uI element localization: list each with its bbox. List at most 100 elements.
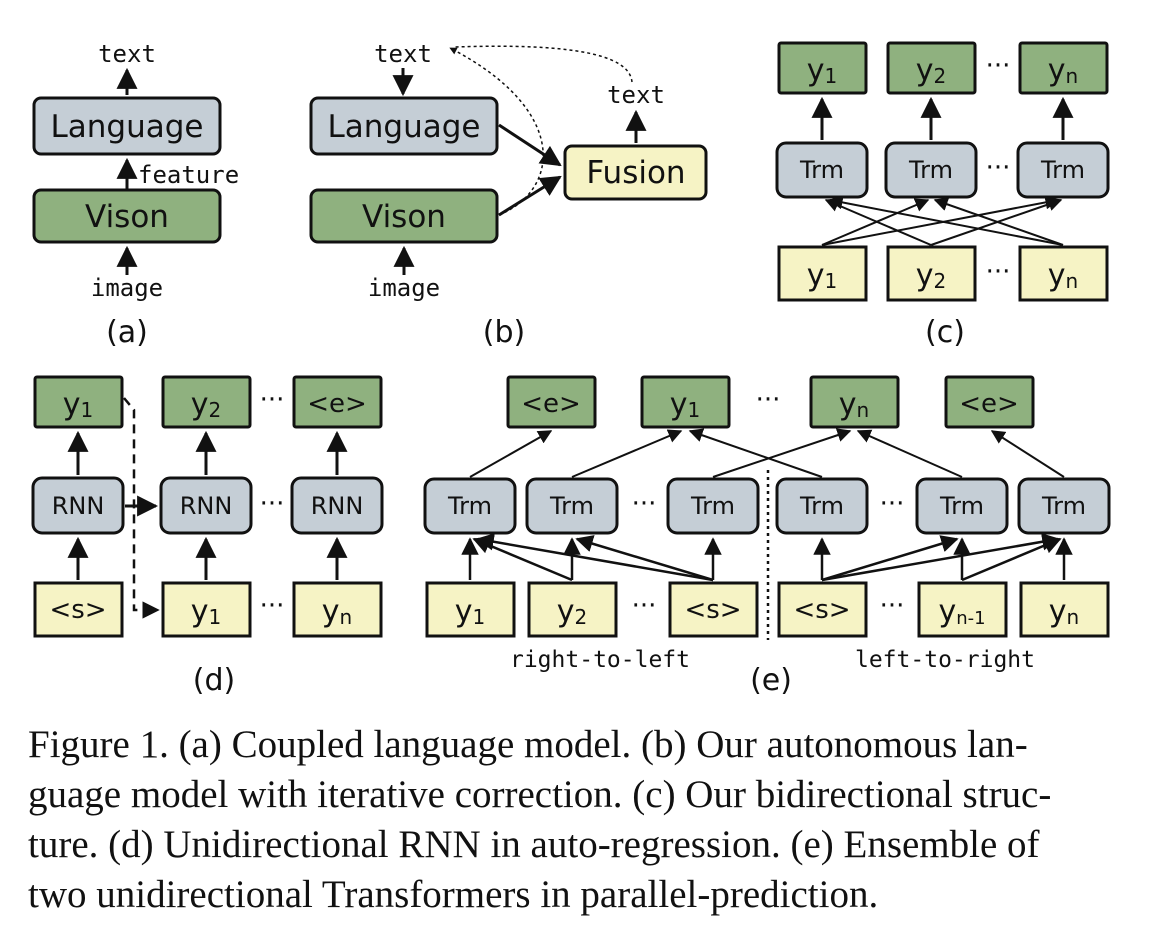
rnn-box-2 — [159, 476, 253, 535]
fusion-label: Fusion — [586, 155, 685, 191]
output-box-end — [292, 375, 383, 429]
input-box-yn — [292, 581, 383, 638]
trm-box — [423, 477, 517, 535]
input-box-y1 — [425, 581, 516, 638]
ellipsis: ··· — [756, 385, 781, 415]
caption-line-4: two unidirectional Transformers in paral… — [28, 873, 879, 916]
language-box — [309, 96, 499, 156]
language-label: Language — [328, 109, 481, 145]
label-right-to-left: right-to-left — [510, 647, 690, 673]
vision-box — [32, 188, 222, 244]
output-y1: y1 — [807, 53, 838, 88]
ellipsis: ··· — [986, 153, 1011, 183]
ellipsis: ··· — [632, 489, 657, 519]
trm-label: Trm — [549, 492, 594, 520]
input-box-y2 — [886, 245, 977, 302]
label-image: image — [368, 274, 440, 302]
trm-box — [525, 477, 619, 535]
figure-caption: Figure 1. (a) Coupled language model. (b… — [28, 720, 1128, 920]
input-y2: y2 — [557, 594, 588, 629]
caption-e: (e) — [750, 663, 792, 698]
input-yn: yn — [1048, 258, 1078, 293]
ellipsis: ··· — [632, 591, 657, 621]
trm-box — [915, 477, 1009, 535]
input-y1: y1 — [807, 258, 838, 293]
trm-label: Trm — [908, 156, 953, 184]
output-box-y2 — [886, 41, 977, 95]
input-box-y2 — [527, 581, 618, 638]
input-y1: y1 — [191, 594, 222, 629]
language-box — [32, 96, 222, 156]
output-box-y1 — [777, 41, 868, 95]
rnn-label: RNN — [52, 492, 105, 520]
trm-box — [1017, 477, 1111, 535]
vision-label: Vison — [85, 199, 169, 235]
input-box-start — [33, 581, 124, 638]
label-image: image — [91, 274, 163, 302]
input-yn-1: yn-1 — [938, 594, 985, 629]
ellipsis: ··· — [260, 385, 285, 415]
input-trm-connections — [461, 533, 1073, 582]
caption-line-1: Figure 1. (a) Coupled language model. (b… — [28, 723, 1028, 766]
trm-label: Trm — [690, 492, 735, 520]
caption-d: (d) — [193, 663, 235, 698]
label-text: text — [98, 40, 156, 68]
input-box-yn — [1019, 581, 1110, 638]
input-box-yn-1 — [917, 581, 1008, 638]
caption-c: (c) — [925, 315, 965, 350]
label-text-left: text — [374, 40, 432, 68]
input-start: <s> — [49, 595, 106, 625]
output-yn: yn — [839, 387, 869, 422]
trm-box-2 — [884, 141, 978, 199]
caption-a: (a) — [106, 315, 148, 350]
input-yn: yn — [322, 594, 352, 629]
output-end-ltr: <e> — [959, 389, 1019, 419]
input-box-start-rtl — [668, 581, 759, 638]
output-box-y1 — [33, 375, 124, 429]
dotted-fusion-text-to-text — [454, 45, 633, 83]
arrow-language-to-fusion — [498, 123, 562, 167]
output-box-yn — [809, 375, 900, 429]
ellipsis: ··· — [986, 257, 1011, 287]
panel-b: text Language Vison image Fusion text (b… — [309, 40, 708, 350]
label-feature: feature — [138, 161, 239, 189]
output-box-yn — [1018, 41, 1109, 95]
trm-box — [666, 477, 760, 535]
input-box-y1 — [777, 245, 868, 302]
input-start-ltr: <s> — [793, 595, 850, 625]
trm-label: Trm — [447, 492, 492, 520]
rnn-box-1 — [31, 476, 125, 535]
trm-output-connections — [469, 428, 1065, 478]
diagram-canvas: text Language feature Vison image (a) te… — [31, 40, 1111, 698]
ellipsis: ··· — [260, 489, 285, 519]
trm-label: Trm — [799, 492, 844, 520]
cross-connections — [821, 195, 1064, 246]
language-label: Language — [51, 109, 204, 145]
ellipsis: ··· — [880, 489, 905, 519]
caption-line-3: ture. (d) Unidirectional RNN in auto-reg… — [28, 823, 1040, 866]
rnn-label: RNN — [311, 492, 364, 520]
ellipsis: ··· — [880, 591, 905, 621]
panel-a: text Language feature Vison image (a) — [32, 40, 239, 350]
output-y2: y2 — [916, 53, 947, 88]
input-y2: y2 — [916, 258, 947, 293]
output-box-end-ltr — [944, 375, 1035, 429]
trm-label: Trm — [799, 156, 844, 184]
rnn-label: RNN — [180, 492, 233, 520]
ellipsis: ··· — [260, 591, 285, 621]
vision-box — [309, 188, 499, 244]
input-box-start-ltr — [777, 581, 868, 638]
dotted-vision-to-text — [449, 47, 544, 216]
panel-c: y1 y2 ··· yn Trm Trm ··· Trm y1 y2 ··· y… — [775, 41, 1110, 350]
input-y1: y1 — [455, 594, 486, 629]
vision-label: Vison — [362, 199, 446, 235]
ellipsis: ··· — [986, 51, 1011, 81]
input-box-yn — [1018, 245, 1109, 302]
output-box-end-rtl — [506, 375, 597, 429]
rnn-box-n — [290, 476, 384, 535]
panel-d: y1 y2 ··· <e> RNN RNN ··· RNN <s> y1 ···… — [31, 375, 384, 698]
label-text-right: text — [607, 81, 665, 109]
fusion-box — [563, 144, 708, 201]
dashed-feedback-arrow — [123, 397, 160, 619]
